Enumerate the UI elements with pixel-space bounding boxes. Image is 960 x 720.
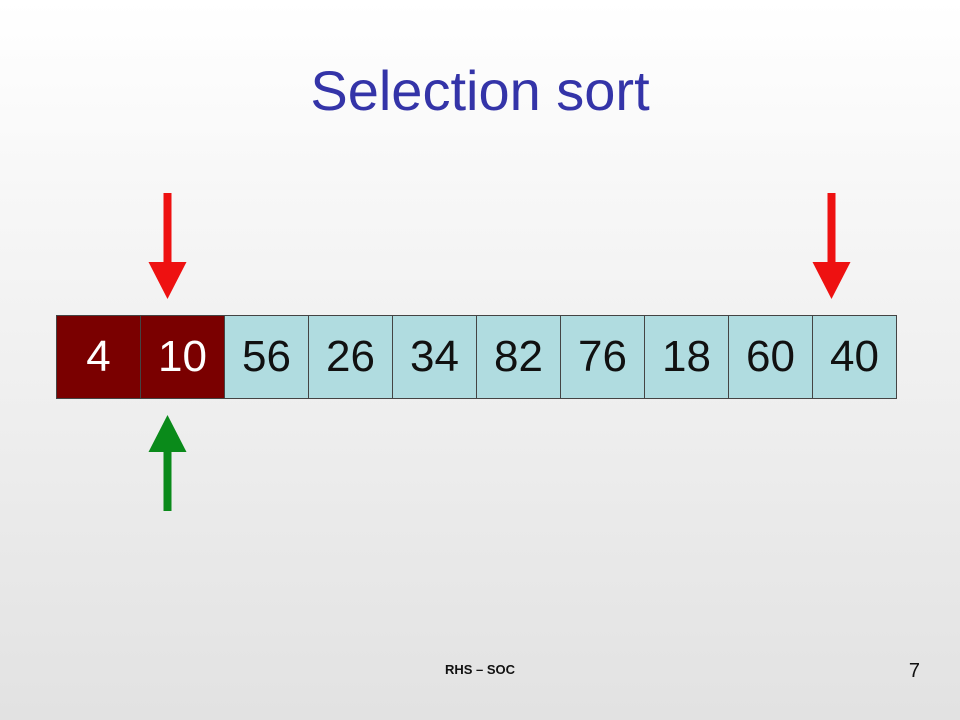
array-cell: 18: [644, 315, 729, 399]
array-cell: 82: [476, 315, 561, 399]
array-cell: 4: [56, 315, 141, 399]
min-arrow-icon: [148, 415, 187, 511]
left-arrow-icon: [148, 193, 187, 299]
array-cell: 40: [812, 315, 897, 399]
array-cell: 26: [308, 315, 393, 399]
page-number: 7: [908, 660, 920, 682]
slide-footer: RHS – SOC: [444, 662, 516, 677]
right-arrow-icon: [812, 193, 851, 299]
array-cell: 10: [140, 315, 225, 399]
array-cell: 56: [224, 315, 309, 399]
array-cell: 34: [392, 315, 477, 399]
array-cell: 76: [560, 315, 645, 399]
array-cell: 60: [728, 315, 813, 399]
slide-title: Selection sort: [310, 59, 650, 122]
